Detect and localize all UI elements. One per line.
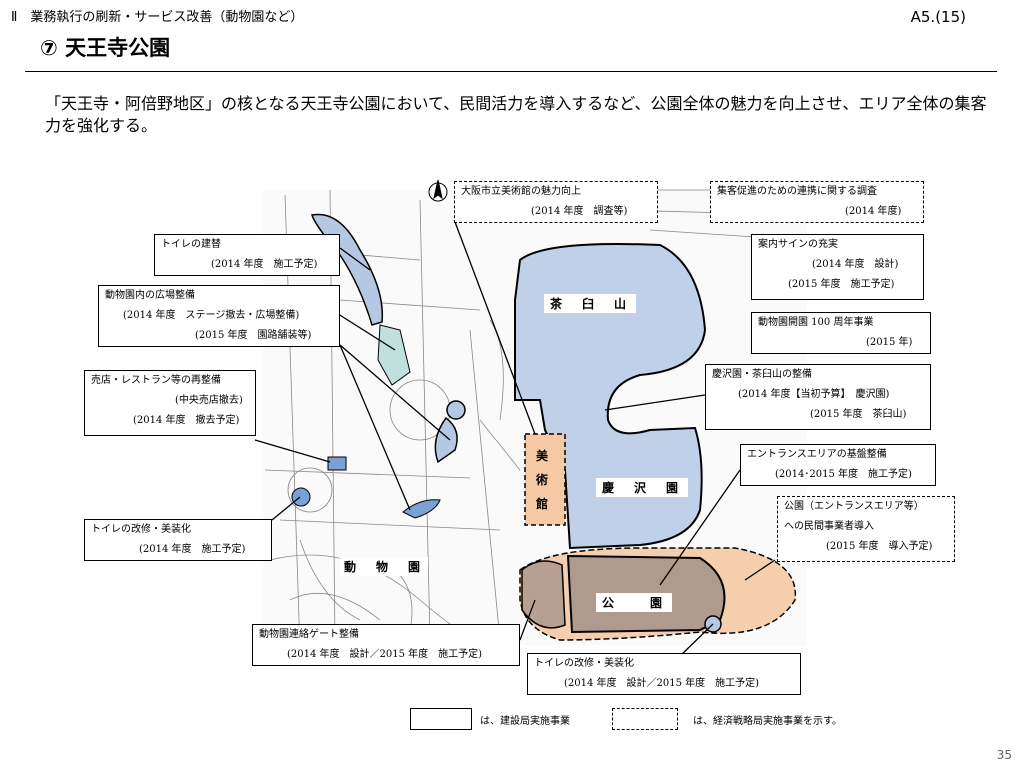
label-museum: 美術館 [536,449,549,511]
callout-toilet-renovate-bottom: トイレの改修・美装化(2014 年度 設計／2015 年度 施工予定) [527,653,801,695]
legend-solid-swatch [410,708,472,730]
label-zoo: 動 物 園 [340,557,429,576]
legend-dashed-text: は、経済戦略局実施事業を示す。 [693,716,842,727]
leader-lines [254,221,776,657]
intro-text: 「天王寺・阿倍野地区」の核となる天王寺公園において、民間活力を導入するなど、公園… [45,94,987,135]
callout-entrance-base: エントランスエリアの基盤整備(2014･2015 年度 施工予定) [740,444,936,486]
label-keitakuen: 慶 沢 園 [596,478,689,497]
zoo-restaurant-area [434,416,458,464]
callout-toilet-renovate-left: トイレの改修・美装化(2014 年度 施工予定) [84,519,272,561]
callout-shop-restaurant: 売店・レストラン等の再整備(中央売店撤去)(2014 年度 撤去予定) [84,370,256,436]
legend-solid-text: は、建設局実施事業 [480,716,570,727]
slide-code: A5.(15) [910,8,966,26]
callout-private-operator: 公園（エントランスエリア等）への民間事業者導入(2015 年度 導入予定) [777,496,955,562]
chausuyama-area [514,243,707,550]
callout-keitakuen-maintenance: 慶沢園・茶臼山の整備(2014 年度【当初予算】 慶沢園)(2015 年度 茶臼… [705,364,931,430]
callout-zoo-gate: 動物園連絡ゲート整備(2014 年度 設計／2015 年度 施工予定) [252,624,520,666]
callout-museum-attraction: 大阪市立美術館の魅力向上(2014 年度 調査等) [454,181,658,223]
title-divider [25,71,997,72]
label-chausuyama: 茶 臼 山 [544,294,637,313]
section-heading: Ⅱ 業務執行の刷新・サービス改善（動物園など） [11,10,304,25]
page-number: 35 [996,748,1012,762]
label-park: 公 園 [596,593,673,612]
gate-area [521,560,566,629]
callout-zoo-plaza: 動物園内の広場整備(2014 年度 ステージ撤去・広場整備)(2015 年度 園… [98,285,340,347]
north-arrow [428,179,448,202]
callout-signage: 案内サインの充実(2014 年度 設計)(2015 年度 施工予定) [751,234,924,300]
page-title: ⑦ 天王寺公園 [40,36,171,60]
callout-collab-survey: 集客促進のための連携に関する調査(2014 年度) [710,181,924,223]
museum-area [524,433,566,526]
legend-dashed-swatch [612,708,678,730]
callout-zoo-100th: 動物園開園 100 周年事業(2015 年) [751,312,931,354]
callout-toilet-rebuild: トイレの建替(2014 年度 施工予定) [154,234,340,276]
zoo-plaza-area [377,324,411,386]
